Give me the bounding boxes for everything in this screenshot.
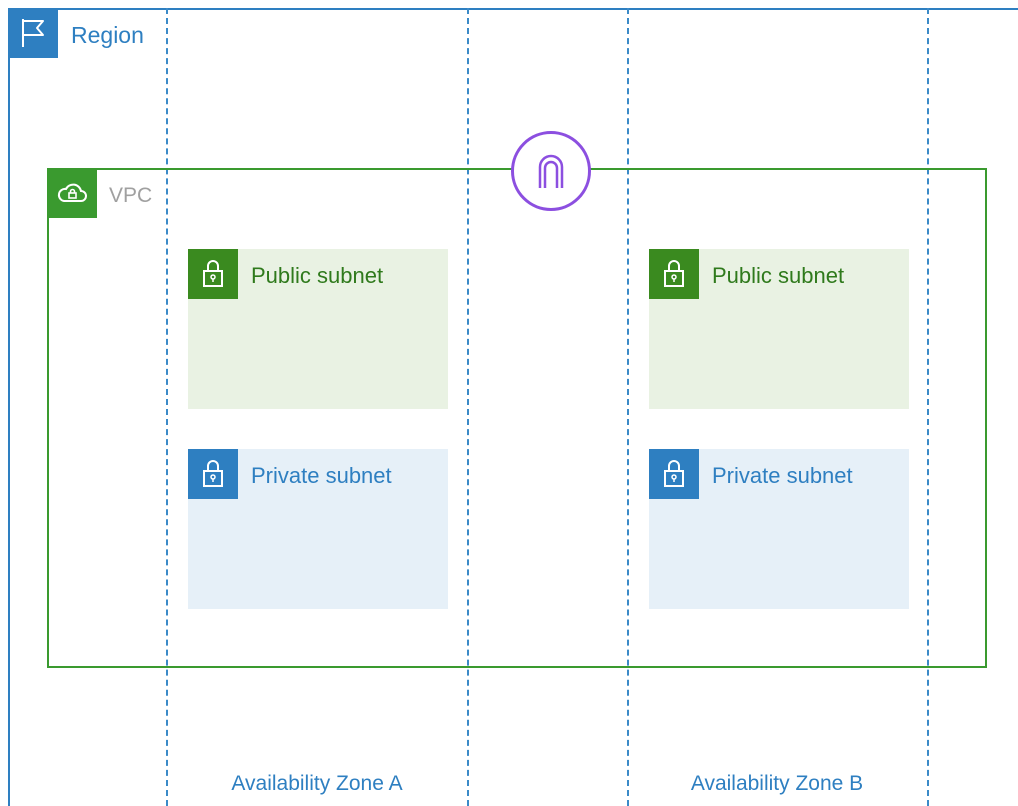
region-border-left — [8, 8, 10, 806]
az-b-right-border — [927, 8, 929, 806]
public-subnet-a: Public subnet — [188, 249, 448, 409]
public-subnet-label: Public subnet — [251, 263, 384, 288]
padlock-icon — [188, 449, 238, 499]
internet-gateway-icon — [511, 131, 591, 211]
public-subnet-b: Public subnet — [649, 249, 909, 409]
public-subnet-label: Public subnet — [712, 263, 845, 288]
cloud-lock-icon — [47, 168, 97, 218]
private-subnet-label: Private subnet — [712, 463, 853, 488]
region-border-top — [8, 8, 1018, 10]
az-a-left-border — [166, 8, 168, 806]
private-subnet-b: Private subnet — [649, 449, 909, 609]
az-b-left-border — [627, 8, 629, 806]
az-a-right-border — [467, 8, 469, 806]
vpc-label: VPC — [109, 184, 153, 207]
region-label: Region — [71, 22, 144, 48]
padlock-icon — [649, 249, 699, 299]
padlock-icon — [649, 449, 699, 499]
az-a-label: Availability Zone A — [231, 772, 403, 795]
az-b-label: Availability Zone B — [690, 772, 864, 795]
private-subnet-label: Private subnet — [251, 463, 392, 488]
padlock-icon — [188, 249, 238, 299]
private-subnet-a: Private subnet — [188, 449, 448, 609]
flag-icon — [8, 8, 58, 58]
